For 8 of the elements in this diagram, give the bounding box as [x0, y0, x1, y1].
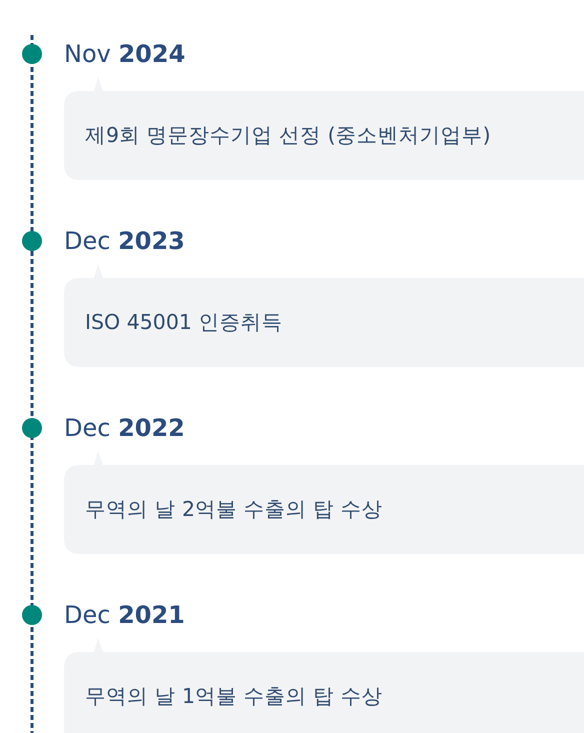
- event-card: 무역의 날 1억불 수출의 탑 수상: [64, 638, 584, 733]
- date-heading: Dec 2021: [64, 600, 185, 631]
- date-heading: Nov 2024: [64, 39, 186, 70]
- event-card: ISO 45001 인증취득: [64, 264, 584, 367]
- date-heading: Dec 2023: [64, 226, 185, 257]
- event-card: 제9회 명문장수기업 선정 (중소벤처기업부): [64, 77, 584, 180]
- event-card: 무역의 날 2억불 수출의 탑 수상: [64, 451, 584, 554]
- date-heading: Dec 2022: [64, 413, 185, 444]
